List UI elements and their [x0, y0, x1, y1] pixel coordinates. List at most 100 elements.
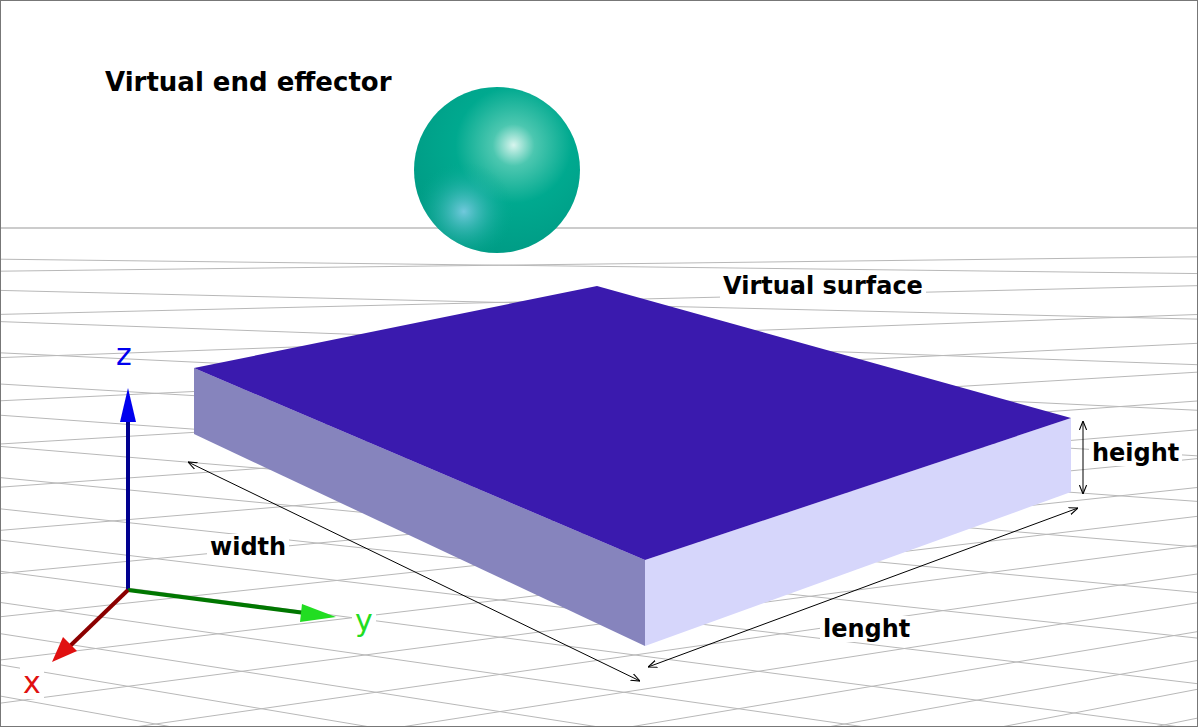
grid-line — [1, 228, 1197, 696]
grid-line — [1, 228, 1197, 726]
box-top-face — [194, 286, 1071, 560]
grid-line — [1, 228, 1197, 726]
grid-line — [1, 228, 1197, 726]
grid-line — [1, 228, 1197, 726]
grid-line — [1, 228, 1197, 726]
grid-line — [1, 228, 1197, 726]
grid-line — [1, 228, 1197, 726]
length-dimension — [648, 508, 1078, 667]
grid-line — [1, 228, 1197, 672]
grid-line — [1, 228, 1197, 726]
grid-line — [1, 228, 1197, 726]
grid-line — [1, 228, 1197, 726]
grid-line — [1, 228, 1197, 726]
y-arrowhead — [300, 604, 336, 622]
grid-line — [1, 228, 1197, 726]
grid-line — [1, 228, 1197, 726]
grid-line — [1, 228, 1197, 726]
grid-line — [1, 228, 1197, 726]
grid-line — [1, 228, 1197, 726]
grid-line — [1, 228, 1197, 726]
grid-line — [1, 228, 1197, 726]
grid-line — [1, 228, 1197, 726]
grid-line — [1, 228, 1197, 726]
grid-line — [1, 228, 1197, 726]
grid-line — [1, 228, 1197, 726]
grid-line — [1, 228, 1197, 726]
grid-line — [1, 228, 1197, 726]
grid-line — [1, 228, 1197, 726]
grid-line — [1, 228, 1197, 726]
grid-line — [1, 228, 1197, 716]
grid-line — [1, 228, 1197, 726]
grid-line — [1, 228, 1197, 726]
grid-line — [1, 228, 1197, 726]
grid-line — [1, 228, 1197, 726]
grid-line — [1, 228, 1197, 726]
grid-line — [1, 228, 1197, 726]
grid-line — [1, 228, 1197, 726]
grid-line — [1, 228, 1197, 726]
grid-line — [1, 228, 1197, 726]
grid-line — [1, 228, 1197, 726]
grid-line — [1, 228, 1197, 726]
grid-line — [1, 228, 1197, 726]
grid-line — [1, 228, 1197, 726]
grid-line — [1, 228, 1197, 726]
grid-line — [1, 228, 1197, 726]
grid-line — [1, 228, 1197, 726]
grid-line — [1, 228, 1197, 726]
grid-line — [1, 228, 1197, 649]
grid-line — [1, 228, 1197, 726]
grid-line — [1, 228, 1197, 726]
grid-line — [1, 228, 1197, 726]
grid-line — [1, 228, 1197, 726]
grid-line — [1, 228, 1197, 726]
grid-line — [1, 228, 1197, 726]
grid-line — [1, 228, 1197, 726]
grid-line — [1, 228, 1197, 726]
grid-line — [1, 228, 1197, 726]
grid-line — [1, 228, 1197, 726]
grid-line — [1, 228, 1197, 726]
grid-line — [1, 228, 1197, 726]
grid-line — [1, 228, 1197, 726]
grid-line — [1, 228, 1197, 726]
grid-line — [1, 228, 1197, 726]
grid-line — [1, 228, 1197, 726]
grid-line — [1, 228, 1197, 726]
grid-line — [1, 228, 1197, 726]
grid-line — [1, 228, 1197, 726]
grid-line — [1, 228, 1197, 726]
grid-line — [1, 228, 1197, 726]
dimension-label: height — [1089, 440, 1182, 466]
grid-line — [1, 228, 1197, 726]
width-dimension — [188, 462, 640, 681]
horizon-line — [1, 228, 1197, 229]
grid-line — [1, 228, 1197, 726]
grid-line — [1, 228, 1197, 726]
grid-line — [1, 228, 1197, 726]
grid-line — [1, 228, 1197, 726]
grid-line — [1, 228, 1197, 726]
grid-line — [1, 228, 1197, 726]
axis-label: y — [352, 604, 376, 637]
grid-line — [1, 228, 1197, 726]
grid-line — [1, 228, 1197, 726]
grid-line — [1, 228, 1197, 726]
grid-line — [1, 228, 1197, 726]
grid-line — [1, 228, 1197, 726]
title-label: Virtual end effector — [105, 68, 392, 97]
grid-line — [1, 228, 1197, 726]
z-axis — [126, 418, 130, 590]
grid-line — [1, 228, 1197, 726]
ground-grid — [1, 228, 1197, 726]
grid-line — [1, 228, 1197, 726]
grid-line — [1, 228, 1197, 726]
grid-line — [1, 228, 1197, 726]
grid-line — [1, 228, 1197, 726]
grid-line — [1, 228, 1197, 726]
grid-line — [1, 228, 1197, 726]
grid-line — [1, 228, 1197, 726]
